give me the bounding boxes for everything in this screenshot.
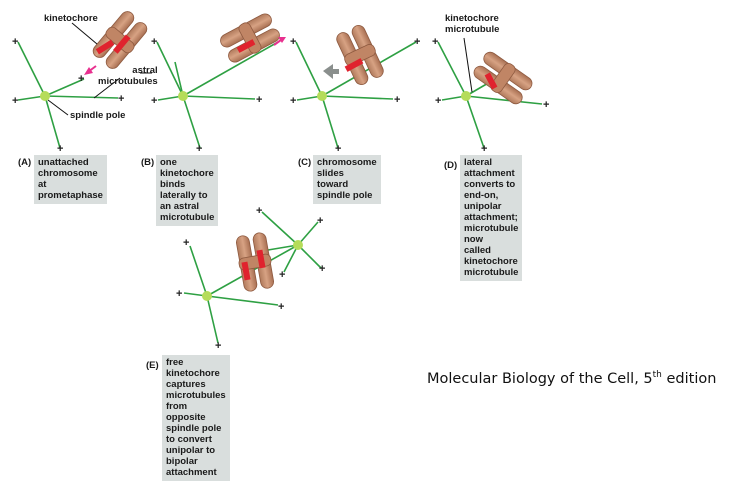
kinetochore-e-right bbox=[256, 249, 266, 269]
panel-a: + + + + + bbox=[12, 7, 152, 155]
caption-e-text: free kinetochore captures microtubules f… bbox=[162, 355, 230, 481]
caption-b-text: one kinetochore binds laterally to an as… bbox=[156, 155, 219, 226]
plus-signs-e: + + + + + + + + bbox=[176, 205, 325, 352]
caption-a-text: unattached chromosome at prometaphase bbox=[34, 155, 107, 204]
svg-text:+: + bbox=[317, 215, 323, 227]
kinetochore-a bbox=[95, 39, 115, 55]
svg-text:+: + bbox=[481, 143, 487, 155]
label-kinetochore-microtubule: kinetochore microtubule bbox=[445, 13, 500, 35]
leader-astral bbox=[93, 77, 121, 99]
arrowhead-a bbox=[84, 67, 93, 75]
caption-d-text: lateral attachment converts to end-on, u… bbox=[460, 155, 523, 281]
chromosome-d bbox=[470, 48, 536, 108]
credit-text: Molecular Biology of the Cell, 5 bbox=[427, 370, 653, 387]
label-spindle-pole: spindle pole bbox=[70, 110, 126, 121]
label-kinetochore: kinetochore bbox=[44, 13, 98, 24]
svg-text:+: + bbox=[432, 36, 438, 48]
plus-signs-c: + + + + + bbox=[290, 36, 420, 155]
panel-d: + + + + bbox=[432, 36, 549, 155]
spindle-pole-e-left bbox=[202, 291, 212, 301]
spindle-pole-c bbox=[317, 91, 327, 101]
chromosome-e bbox=[233, 231, 277, 293]
svg-text:+: + bbox=[290, 36, 296, 48]
svg-text:+: + bbox=[12, 95, 18, 107]
svg-text:+: + bbox=[319, 263, 325, 275]
caption-d-letter: (D) bbox=[444, 160, 458, 171]
svg-text:+: + bbox=[176, 288, 182, 300]
leader-kinetochore-microtubule bbox=[463, 37, 473, 93]
svg-text:+: + bbox=[78, 73, 84, 85]
aster-a bbox=[17, 41, 119, 149]
svg-text:+: + bbox=[215, 340, 221, 352]
svg-text:+: + bbox=[278, 301, 284, 313]
credit-suffix: edition bbox=[661, 370, 717, 387]
spindle-pole-a bbox=[40, 91, 50, 101]
leader-spindle-pole bbox=[47, 99, 69, 116]
caption-c-text: chromosome slides toward spindle pole bbox=[313, 155, 381, 204]
svg-text:+: + bbox=[256, 205, 262, 217]
caption-b-letter: (B) bbox=[141, 157, 155, 168]
kinetochore-d bbox=[484, 72, 498, 90]
chromosome-c bbox=[333, 22, 387, 88]
svg-text:+: + bbox=[279, 269, 285, 281]
svg-text:+: + bbox=[543, 99, 549, 111]
svg-text:+: + bbox=[414, 36, 420, 48]
svg-text:+: + bbox=[435, 95, 441, 107]
aster-e-right bbox=[261, 211, 322, 273]
svg-text:+: + bbox=[183, 237, 189, 249]
svg-text:+: + bbox=[335, 143, 341, 155]
svg-text:+: + bbox=[256, 94, 262, 106]
panel-e: + + + + + + + + bbox=[176, 205, 325, 352]
kinetochore-c bbox=[344, 58, 364, 72]
arrowhead-b bbox=[278, 37, 286, 43]
motion-arrow-b bbox=[273, 39, 282, 46]
spindle-pole-e-right bbox=[293, 240, 303, 250]
caption-e-letter: (E) bbox=[146, 360, 159, 371]
source-credit: Molecular Biology of the Cell, 5th editi… bbox=[427, 370, 716, 387]
svg-text:+: + bbox=[151, 36, 157, 48]
plus-signs-d: + + + + bbox=[432, 36, 549, 155]
svg-text:+: + bbox=[196, 143, 202, 155]
leader-kinetochore bbox=[71, 22, 98, 45]
caption-a-letter: (A) bbox=[18, 157, 32, 168]
label-astral-microtubules: astral microtubules bbox=[98, 65, 158, 87]
credit-sup: th bbox=[652, 370, 662, 380]
svg-text:+: + bbox=[290, 95, 296, 107]
kinetochore-b bbox=[236, 39, 256, 53]
panel-c: + + + + + bbox=[290, 22, 420, 155]
svg-text:+: + bbox=[151, 95, 157, 107]
mitosis-attachment-diagram: + + + + + + + + bbox=[12, 7, 549, 352]
spindle-pole-b bbox=[178, 91, 188, 101]
svg-text:+: + bbox=[12, 36, 18, 48]
caption-c-letter: (C) bbox=[298, 157, 312, 168]
plus-signs-b: + + + + bbox=[151, 36, 262, 155]
slide-arrow-c bbox=[323, 64, 339, 79]
svg-text:+: + bbox=[57, 143, 63, 155]
plus-signs-a: + + + + + bbox=[12, 36, 124, 155]
spindle-pole-d bbox=[461, 91, 471, 101]
svg-text:+: + bbox=[118, 93, 124, 105]
kinetochore-e-left bbox=[241, 261, 251, 281]
svg-text:+: + bbox=[394, 94, 400, 106]
chromosome-a bbox=[89, 7, 151, 73]
panel-b: + + + + bbox=[151, 10, 286, 155]
